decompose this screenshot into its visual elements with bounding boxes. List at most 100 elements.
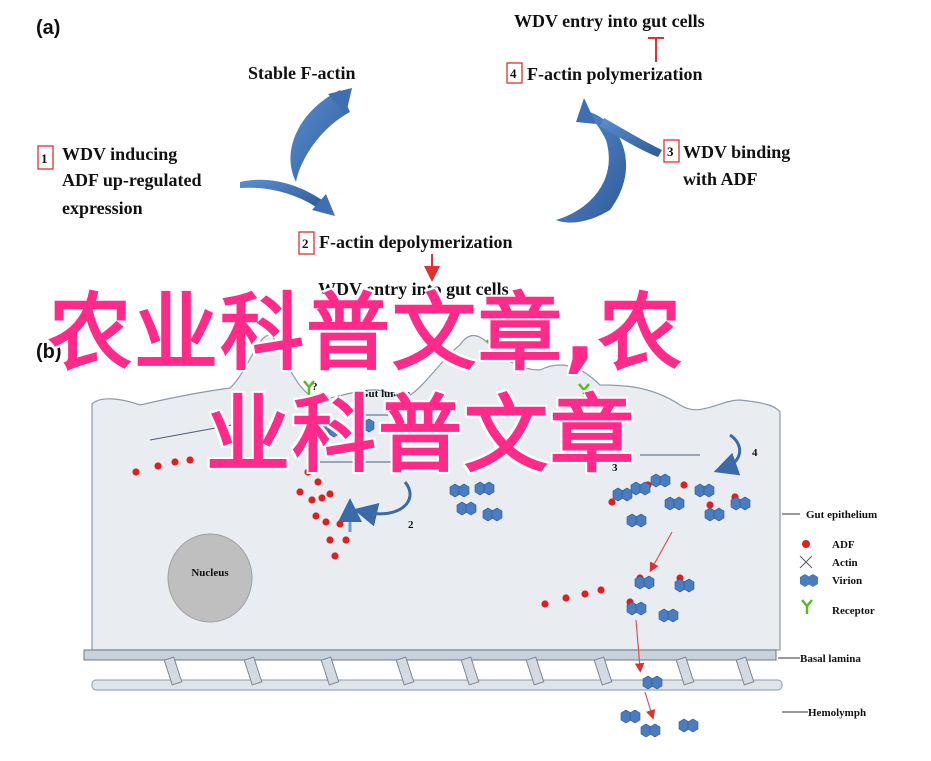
adf-dot [706,501,714,509]
virion [626,513,647,528]
gut-epithelium-label: Gut epithelium [806,509,877,521]
legend-receptor-label: Receptor [832,605,875,617]
hemolymph-bar [91,679,783,691]
legend-adf-label: ADF [832,539,855,551]
step2-text: F-actin depolymerization [319,232,512,252]
gut-epithelium-cell [91,334,781,651]
receptors-group [303,339,590,444]
legend-actin-label: Actin [832,557,858,569]
step1-box [37,145,54,170]
step4-box [506,62,523,84]
virion [449,483,470,498]
adf-dot [326,536,334,544]
adf-dot [318,494,326,502]
b-step-3: 3 [612,462,618,474]
b-step-4: 4 [752,447,758,459]
virion [620,709,641,724]
top-entry-title: WDV entry into gut cells [514,11,705,31]
legend-virion-label: Virion [832,575,862,587]
step1-line3: expression [62,198,143,218]
virion [704,507,725,522]
step1-line2: ADF up-regulated [62,170,202,190]
step4-curved-arrow [713,433,741,476]
watermark-line-2: 业科普文章 [206,386,637,484]
step3-box [663,139,680,163]
actin-filaments [149,404,700,463]
legend-virion-icon [800,574,818,587]
adf-dot [186,456,194,464]
receptor [486,339,498,354]
virion [319,423,340,438]
virion [630,481,651,496]
virion [482,507,503,522]
gut-lumen-label: Gut lumen [360,388,410,400]
adf-dot [296,488,304,496]
step1-number: 1 [41,151,48,166]
watermark-line-1: 农业科普文章,农 [48,284,684,382]
adf-dot [597,586,605,594]
legend: ADF Actin Virion Receptor [799,539,875,617]
adf-dot [562,594,570,602]
left-cycle-arrow [240,88,352,216]
question-mark: ? [312,381,318,393]
panel-a-label: (a) [36,17,60,39]
virion [694,483,715,498]
adf-dot [304,468,312,476]
adf-dot [308,496,316,504]
hemolymph-label: Hemolymph [808,707,866,719]
step4-text: F-actin polymerization [527,64,702,84]
virion [674,578,695,593]
basal-lamina-label: Basal lamina [800,653,861,665]
receptor [392,429,404,444]
virion [626,601,647,616]
legend-receptor-icon [801,599,813,614]
lamina-connectors [163,656,755,686]
virion [474,481,495,496]
adf-dot [336,520,344,528]
adf-dot [154,462,162,470]
b-step-2: 2 [408,519,414,531]
virion [640,723,661,738]
adf-dot [322,518,330,526]
adf-dot [342,536,350,544]
virion [642,675,663,690]
step3-line2: with ADF [683,169,758,189]
b-step-1: 1 [295,448,301,460]
adf-dot [132,468,140,476]
adf-dot [331,552,339,560]
step2-number: 2 [302,236,309,251]
bottom-entry-text: WDV entry into gut cells [318,279,509,299]
receptor [303,380,315,395]
step3-number: 3 [667,144,674,159]
step4-number: 4 [510,66,517,81]
legend-adf-icon [802,540,810,548]
step2-curved-arrow [353,481,412,527]
panel-b-label: (b) [36,341,62,363]
step3-line1: WDV binding [683,142,790,162]
transit-arrow-1 [649,531,673,573]
adf-dot [680,481,688,489]
transit-arrow-2 [634,619,645,673]
adf-dot [314,478,322,486]
stable-f-actin-label: Stable F-actin [248,63,356,83]
right-cycle-arrow [556,98,662,223]
inhibit-marker-top [648,37,664,62]
step2-box [298,231,315,255]
legend-actin-icon [799,555,813,569]
virion [658,608,679,623]
virion [354,418,375,433]
step1-line1: WDV inducing [62,144,177,164]
nucleus-label: Nucleus [191,567,229,579]
virion [664,496,685,511]
virion [456,501,477,516]
virion [634,575,655,590]
adf-dot [326,490,334,498]
adf-dot [312,512,320,520]
adf-dot [171,458,179,466]
virion [612,487,633,502]
virion [730,496,751,511]
virion [650,473,671,488]
receptor [578,383,590,398]
adf-dot [608,498,616,506]
adf-dot [541,600,549,608]
